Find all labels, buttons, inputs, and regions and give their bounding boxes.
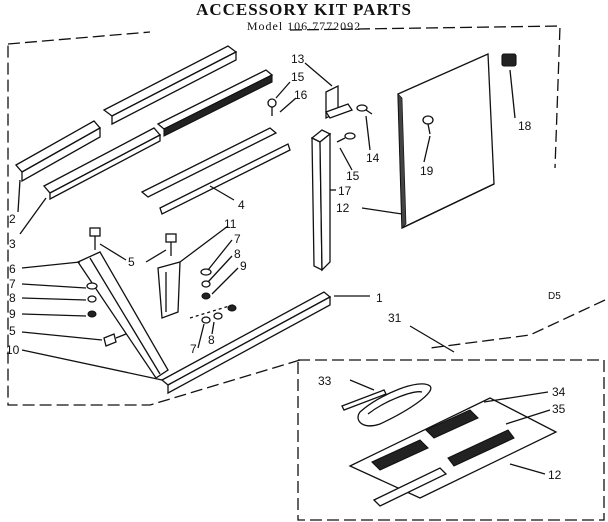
callout-2: 2: [9, 212, 16, 226]
rail-part-2: [14, 120, 102, 183]
hardware-stack-left: [86, 282, 98, 318]
callout-14: 14: [366, 151, 380, 165]
diagram-title: ACCESSORY KIT PARTS: [196, 0, 412, 19]
callout-7-bottom: 7: [190, 342, 197, 356]
callout-9-right: 9: [240, 259, 247, 273]
callout-3: 3: [9, 237, 16, 251]
callout-19: 19: [420, 164, 434, 178]
bolt-part-5-a: [89, 227, 101, 250]
callout-31: 31: [388, 311, 402, 325]
bracket-part-11: [157, 261, 181, 319]
bracket-part-13: [325, 84, 353, 120]
callout-16: 16: [294, 88, 308, 102]
callout-10: 10: [6, 343, 20, 357]
kit-part-33: [341, 383, 432, 427]
main-boundary: [7, 25, 606, 406]
kit-part-34-35: [348, 397, 558, 507]
kit-boundary: [297, 359, 605, 521]
support-arm-part-6: [77, 251, 169, 379]
callout-7-right: 7: [234, 232, 241, 246]
callout-6: 6: [9, 262, 16, 276]
callout-12-panel: 12: [336, 201, 350, 215]
callout-15-lower: 15: [346, 169, 360, 183]
callout-33: 33: [318, 374, 332, 388]
rail-part-top-1: [102, 45, 238, 126]
bolt-part-5-c: [103, 333, 127, 347]
callout-13: 13: [291, 52, 305, 66]
callout-5-lower: 5: [9, 324, 16, 338]
callout-8-right: 8: [234, 247, 241, 261]
callout-4: 4: [238, 198, 245, 212]
post-part-17: [310, 129, 332, 272]
callout-8-bottom: 8: [208, 333, 215, 347]
leader-lines: [17, 62, 551, 475]
callout-15: 15: [291, 70, 305, 84]
screw-part-16: [267, 98, 277, 116]
bolt-part-5-b: [165, 233, 177, 256]
callout-34: 34: [552, 385, 566, 399]
screw-part-14: [356, 104, 373, 115]
callout-18: 18: [518, 119, 532, 133]
rail-part-10: [160, 291, 332, 395]
callout-5-upper: 5: [128, 255, 135, 269]
callout-17: 17: [338, 184, 352, 198]
callout-35: 35: [552, 402, 566, 416]
diagram-code: D5: [548, 291, 561, 302]
callout-11: 11: [224, 217, 237, 231]
panel-part-12: [397, 53, 495, 230]
foam-block-part-18: [501, 53, 517, 67]
rail-part-3: [42, 127, 162, 201]
callout-7-left: 7: [9, 277, 16, 291]
screw-part-15: [336, 132, 356, 143]
rail-part-top-2: [156, 69, 274, 137]
callout-9-left: 9: [9, 307, 16, 321]
rail-part-4: [140, 127, 291, 215]
screw-part-19: [422, 115, 434, 135]
callout-1: 1: [376, 291, 383, 305]
callout-8-left: 8: [9, 291, 16, 305]
hardware-stack-right: [189, 268, 237, 324]
callout-12-kit: 12: [548, 468, 562, 482]
